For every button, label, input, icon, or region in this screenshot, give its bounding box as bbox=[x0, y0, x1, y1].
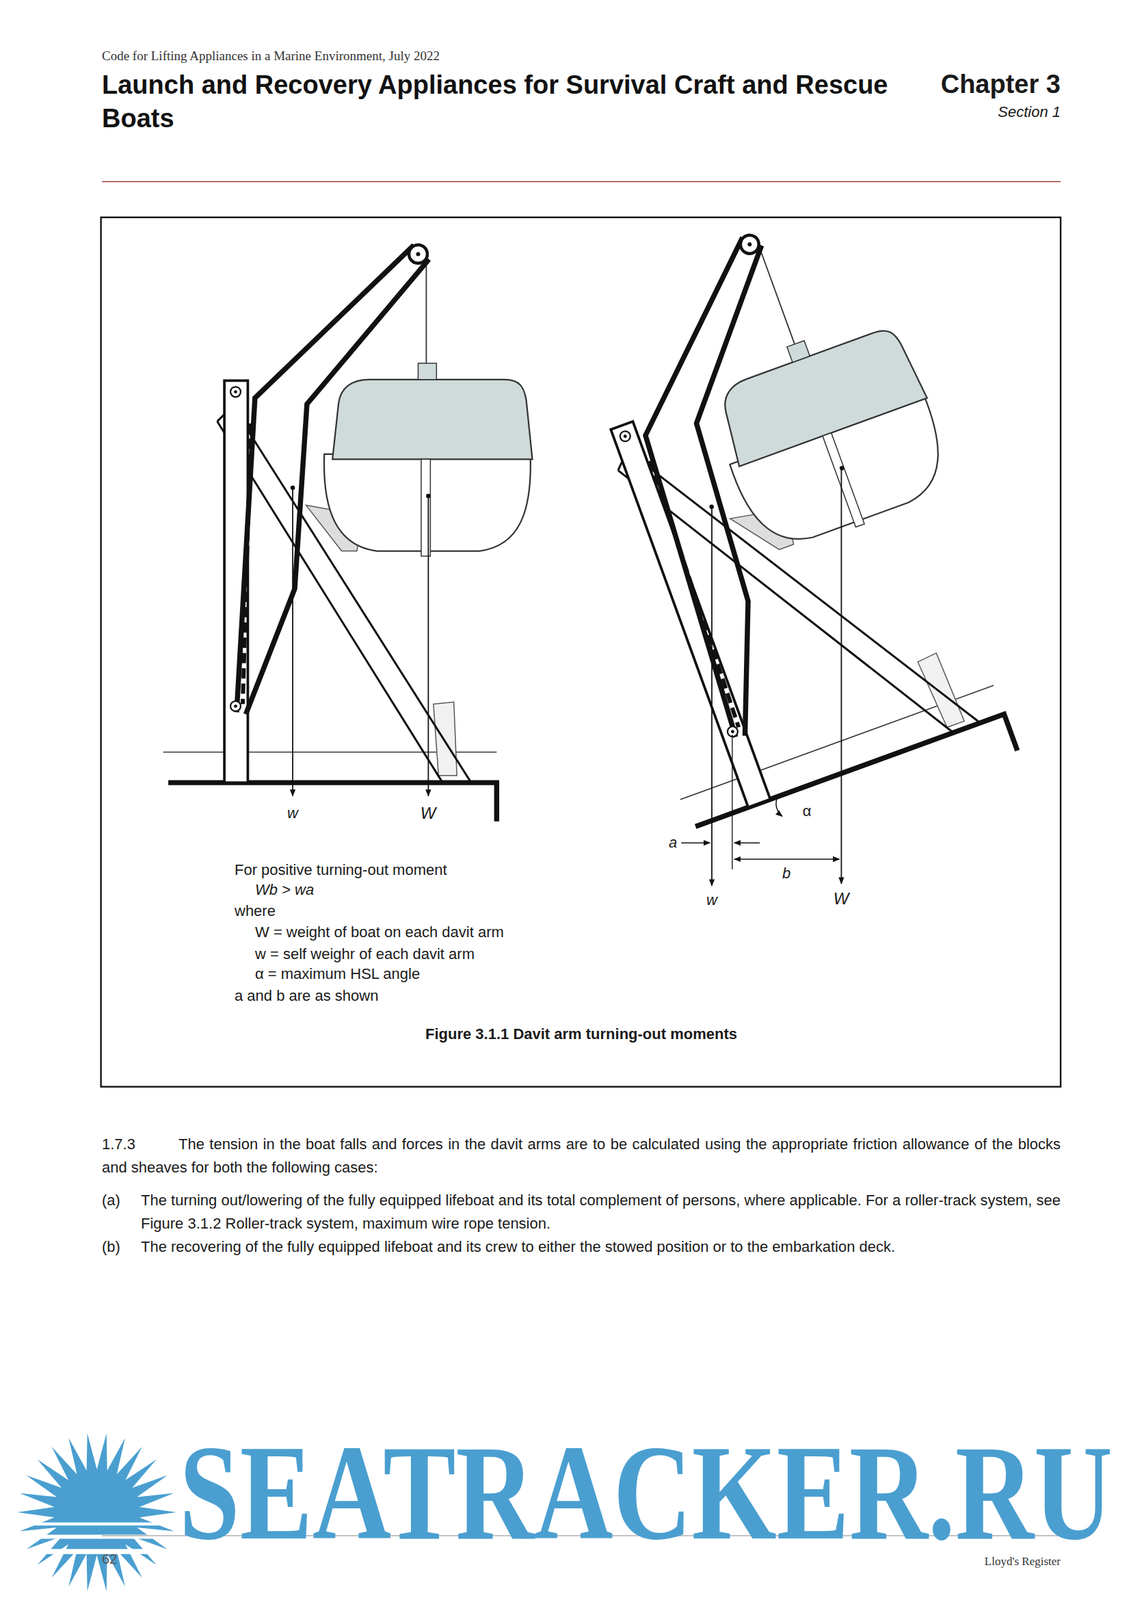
page-number: 62 bbox=[101, 1550, 117, 1567]
logo-sunburst bbox=[15, 1432, 189, 1591]
weight-symbol: w bbox=[706, 890, 718, 909]
list-item: (b) The recovering of the fully equipped … bbox=[101, 1234, 1061, 1259]
dimension-label: b bbox=[782, 864, 791, 883]
legend-note: a and b are as shown bbox=[234, 986, 379, 1005]
legend-note: where bbox=[234, 901, 276, 920]
paragraph-text: The tension in the boat falls and forces… bbox=[101, 1135, 1061, 1176]
formula: Wb > wa bbox=[255, 880, 314, 899]
chapter-label: Chapter 3 bbox=[940, 69, 1061, 101]
weight-symbol: w bbox=[287, 804, 299, 822]
legend-note: w = self weighr of each davit arm bbox=[255, 945, 475, 963]
legend-note: For positive turning-out moment bbox=[234, 860, 448, 879]
list-text: The recovering of the fully equipped lif… bbox=[140, 1237, 896, 1255]
list-text: The turning out/lowering of the fully eq… bbox=[140, 1191, 1061, 1232]
watermark: SEATRACKER.RU bbox=[179, 1423, 1113, 1561]
list-item: (a) The turning out/lowering of the fully… bbox=[101, 1188, 1061, 1235]
list-marker: (a) bbox=[101, 1188, 121, 1212]
page-title: Launch and Recovery Appliances for Survi… bbox=[101, 68, 916, 136]
body-text: 1.7.3The tension in the boat falls and f… bbox=[101, 1132, 1061, 1259]
weight-symbol: W bbox=[420, 803, 437, 824]
paragraph: 1.7.3The tension in the boat falls and f… bbox=[101, 1132, 1061, 1179]
weight-symbol: W bbox=[833, 888, 850, 909]
figure-caption: Figure 3.1.1 Davit arm turning-out momen… bbox=[425, 1025, 738, 1043]
running-header: Code for Lifting Appliances in a Marine … bbox=[101, 48, 440, 65]
angle-label: α bbox=[802, 802, 812, 820]
clause-number: 1.7.3 bbox=[101, 1132, 179, 1156]
list-marker: (b) bbox=[101, 1234, 121, 1259]
legend-note: W = weight of boat on each davit arm bbox=[255, 923, 504, 941]
section-label: Section 1 bbox=[997, 103, 1061, 122]
dimension-label: a bbox=[668, 833, 677, 852]
legend-note: α = maximum HSL angle bbox=[255, 964, 420, 983]
